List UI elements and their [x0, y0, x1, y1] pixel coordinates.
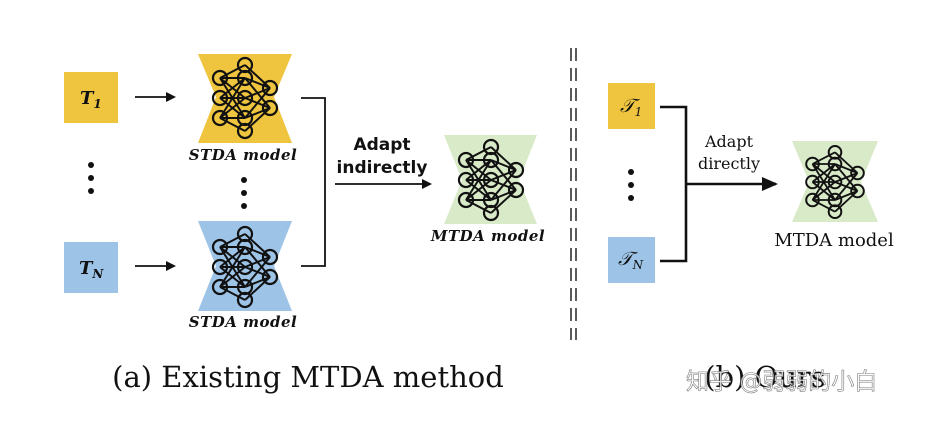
mtda-label-a: MTDA model [430, 227, 545, 245]
panel-b: 𝒯1 𝒯N Adapt directly MTDA model (b) Ours [608, 83, 894, 394]
mtda-model-b [792, 141, 878, 222]
stda-model-bottom [198, 221, 292, 311]
caption-b: (b) Ours [704, 360, 826, 394]
task-tn-letter: T [79, 258, 94, 279]
task-t1-letter: T [80, 88, 95, 109]
svg-text:T1: T1 [80, 88, 102, 111]
task-bn-subscript: N [632, 258, 644, 272]
adapt-directly-line1: Adapt [704, 132, 754, 151]
adapt-indirectly-line2: indirectly [337, 158, 428, 178]
task-box-b-n: 𝒯N [608, 237, 655, 283]
stda-ellipsis [241, 177, 247, 209]
svg-text:TN: TN [79, 258, 104, 281]
adapt-indirectly-line1: Adapt [353, 135, 410, 155]
task-box-tn: TN [64, 242, 118, 293]
task-t1-subscript: 1 [93, 97, 101, 111]
task-ellipsis-b [628, 169, 634, 201]
caption-a: (a) Existing MTDA method [112, 360, 504, 394]
mtda-label-b: MTDA model [774, 230, 894, 251]
stda-label-top: STDA model [189, 146, 297, 164]
stda-model-top [198, 54, 292, 143]
task-box-t1: T1 [64, 72, 118, 123]
task-ellipsis-a [88, 162, 94, 194]
task-tn-subscript: N [91, 267, 104, 281]
panel-divider [570, 48, 577, 340]
adapt-directly-line2: directly [698, 154, 760, 173]
panel-a: T1 TN STDA model [64, 54, 545, 394]
task-b1-subscript: 1 [635, 105, 643, 119]
stda-label-bottom: STDA model [189, 313, 297, 331]
task-box-b-1: 𝒯1 [608, 83, 655, 129]
mtda-model-a [444, 135, 537, 224]
stda-bracket [301, 97, 326, 267]
watermark-text: 知乎 @弱弱的小白 [686, 369, 877, 395]
task-bracket-b [660, 105, 688, 263]
